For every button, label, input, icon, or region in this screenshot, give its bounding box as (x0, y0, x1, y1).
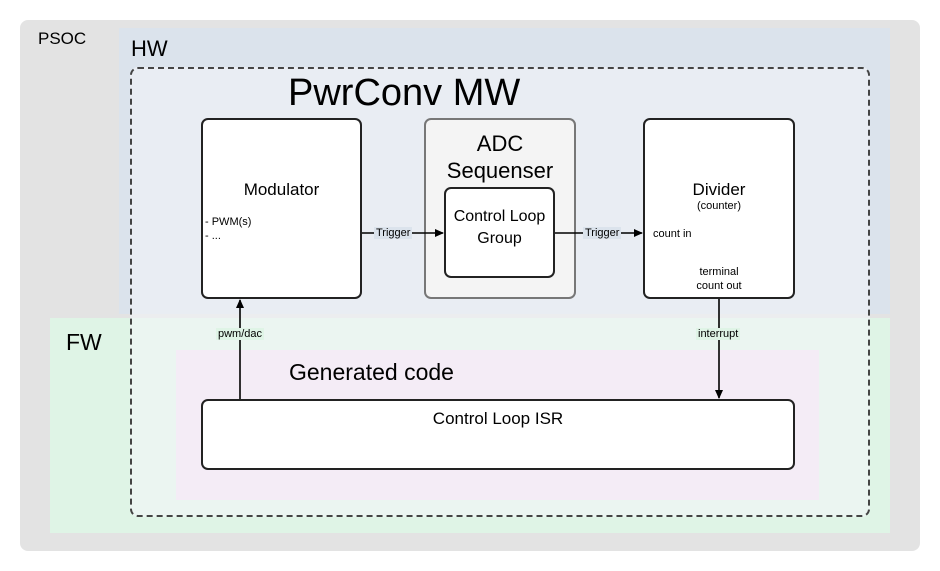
control-loop-isr-block (201, 399, 795, 470)
divider-block (643, 118, 795, 299)
modulator-title: Modulator (243, 180, 320, 199)
fw-label: FW (66, 329, 102, 355)
divider-subtitle: (counter) (696, 200, 742, 212)
generated-code-label: Generated code (289, 359, 454, 385)
adc-title-line2: Sequenser (446, 158, 554, 183)
divider-terminal-line2: count out (696, 280, 742, 292)
control-loop-group-block (444, 187, 555, 278)
hw-label: HW (131, 36, 168, 61)
trigger-label-1: Trigger (374, 227, 413, 239)
modulator-items: - PWM(s) - ... (205, 215, 251, 243)
psoc-label: PSOC (38, 29, 87, 48)
interrupt-label: interrupt (696, 328, 741, 340)
control-loop-group-line2: Group (477, 230, 522, 247)
middleware-label: PwrConv MW (288, 72, 521, 114)
control-loop-group-line1: Control Loop (453, 208, 546, 225)
pwm-dac-label: pwm/dac (216, 328, 265, 340)
isr-title: Control Loop ISR (432, 409, 564, 428)
trigger-label-2: Trigger (583, 227, 622, 239)
modulator-block (201, 118, 362, 299)
modulator-item: - PWM(s) (205, 216, 252, 228)
divider-title: Divider (692, 180, 746, 199)
divider-terminal-line1: terminal (699, 266, 739, 278)
adc-title-line1: ADC (476, 131, 524, 156)
modulator-item: - ... (205, 230, 221, 242)
divider-count-in-label: count in (653, 228, 692, 240)
